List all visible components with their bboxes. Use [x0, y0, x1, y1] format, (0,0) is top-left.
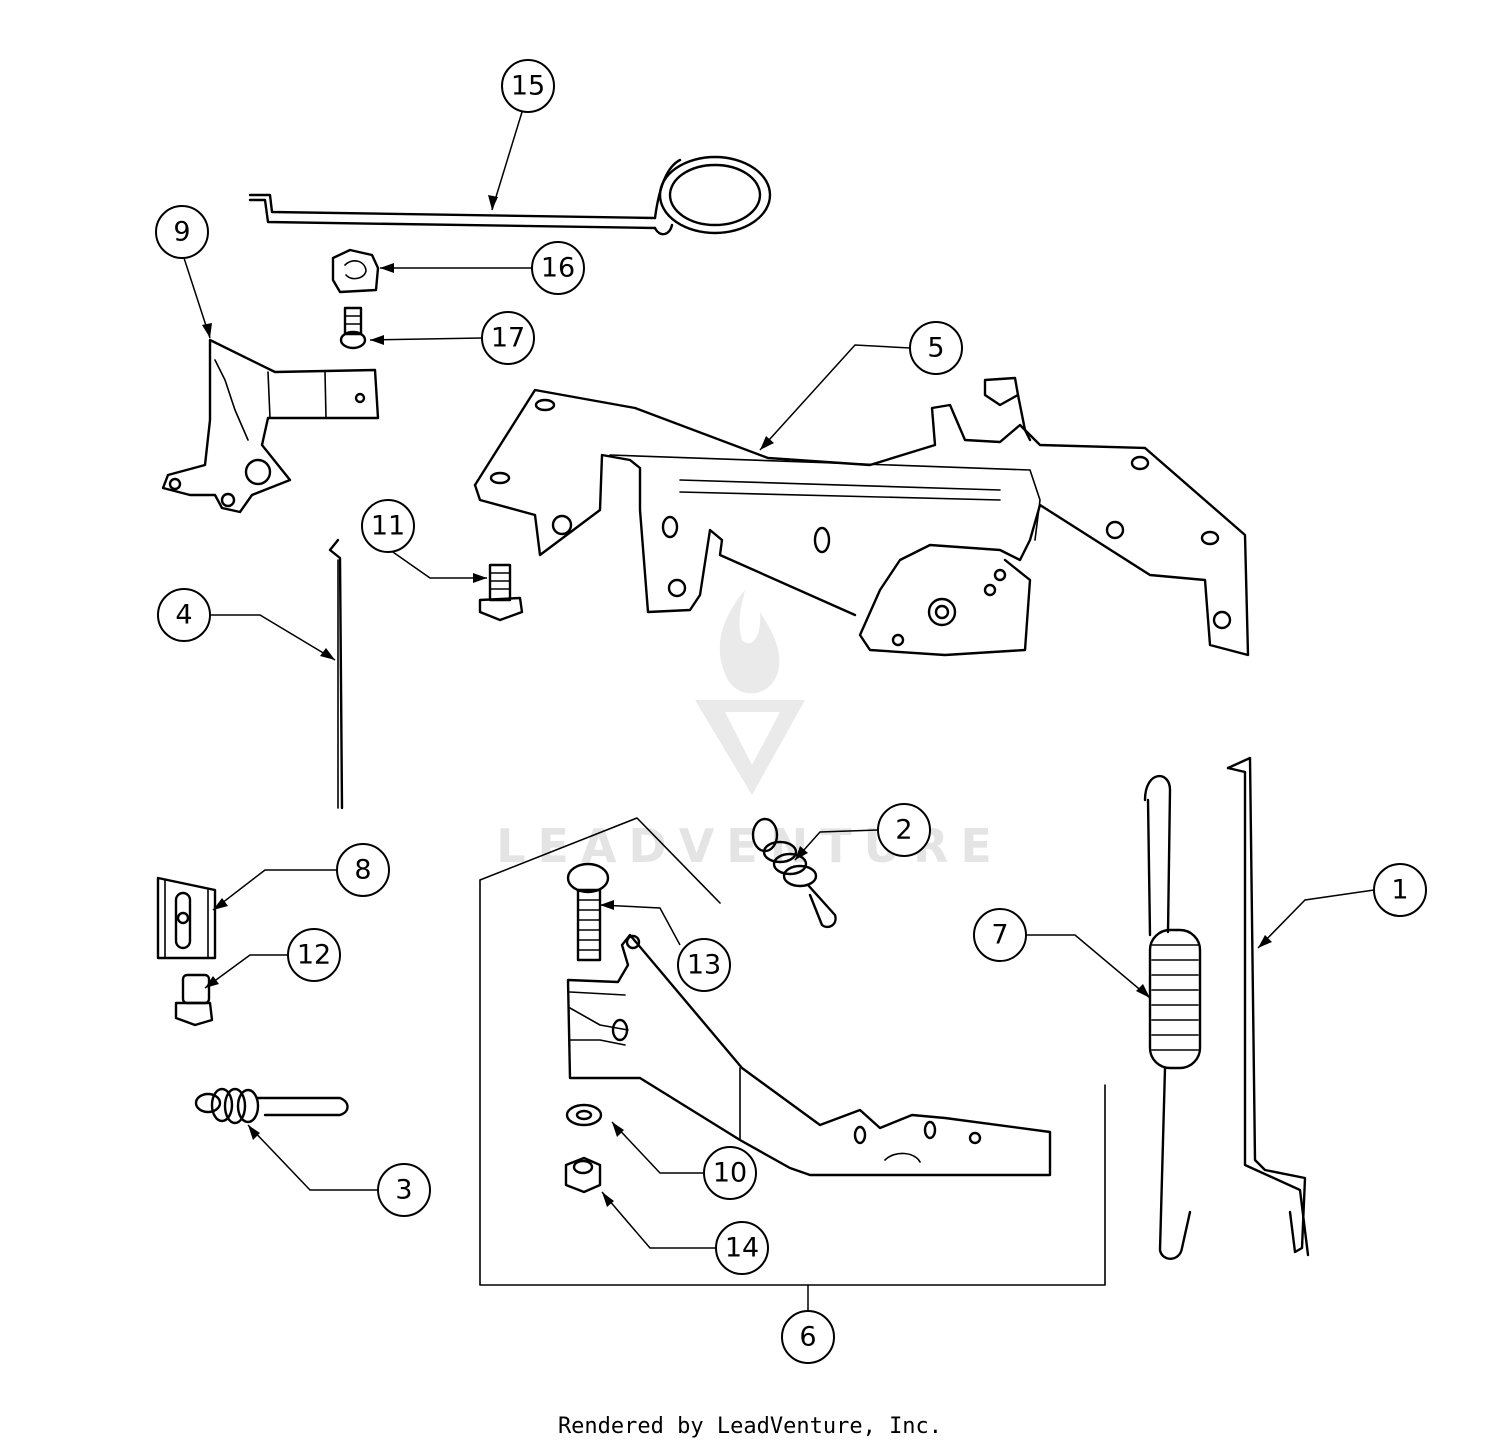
callout-9-label: 9: [173, 217, 190, 248]
part-5-control-bracket: [473, 376, 1250, 657]
callout-4-label: 4: [175, 600, 192, 631]
part-15-spring-rod: [248, 155, 772, 236]
part-16-clip: [331, 248, 380, 294]
callout-11-label: 11: [371, 511, 405, 542]
callout-8: 8: [212, 843, 390, 911]
part-11-bolt: [478, 563, 524, 622]
callout-12: 12: [204, 928, 341, 989]
callout-6: 6: [781, 1285, 835, 1364]
footer-credit: Rendered by LeadVenture, Inc.: [557, 1414, 943, 1439]
part-7-extension-spring: [1143, 774, 1202, 1260]
callout-4: 4: [157, 588, 336, 661]
callout-9: 9: [155, 205, 212, 339]
callout-16: 16: [380, 241, 585, 295]
callout-2: 2: [794, 803, 931, 861]
callout-10-label: 10: [713, 1158, 747, 1189]
part-2-spring: [751, 817, 837, 929]
part-1-rod: [1226, 756, 1310, 1257]
callout-7: 7: [973, 908, 1151, 999]
part-13-bolt: [566, 862, 610, 962]
callout-3-label: 3: [395, 1175, 412, 1206]
callout-1: 1: [1257, 863, 1427, 949]
callout-14: 14: [601, 1191, 769, 1275]
callout-17: 17: [369, 311, 535, 365]
callout-10: 10: [611, 1121, 757, 1200]
part-9-bracket: [161, 338, 380, 514]
callout-7-label: 7: [991, 920, 1008, 951]
part-14-nut: [564, 1156, 602, 1194]
callout-17-label: 17: [491, 323, 525, 354]
callout-15: 15: [488, 59, 555, 211]
callout-3: 3: [247, 1124, 431, 1217]
part-10-washer: [565, 1103, 603, 1127]
callout-6-label: 6: [799, 1322, 816, 1353]
callout-13: 13: [599, 900, 731, 992]
part-12-bolt: [174, 973, 214, 1027]
callout-2-label: 2: [895, 815, 912, 846]
callout-12-label: 12: [297, 940, 331, 971]
callout-5-label: 5: [927, 333, 944, 364]
callout-1-label: 1: [1391, 875, 1408, 906]
callout-5: 5: [759, 321, 963, 451]
leadventure-flame-logo-icon: [695, 590, 805, 795]
callout-8-label: 8: [354, 855, 371, 886]
part-4-link-rod: [328, 538, 344, 810]
callout-11: 11: [361, 499, 487, 583]
callout-15-label: 15: [511, 71, 545, 102]
part-3-spring: [194, 1087, 349, 1125]
callout-14-label: 14: [725, 1233, 759, 1264]
part-17-screw: [339, 306, 367, 350]
part-8-clip: [156, 876, 217, 960]
part-6-pedal-assembly: [479, 817, 1106, 1286]
callout-16-label: 16: [541, 253, 575, 284]
callout-13-label: 13: [687, 950, 721, 981]
